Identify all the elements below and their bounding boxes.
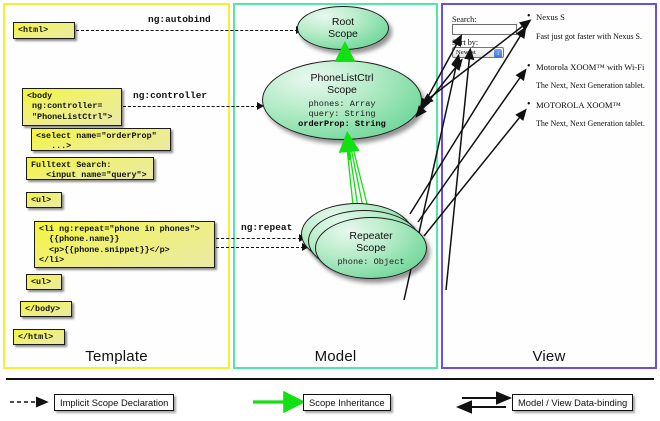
code-box-body-open: <body ng:controller= "PhoneListCtrl"> (22, 88, 122, 126)
view-sort-selected-value: Newest (456, 49, 476, 56)
code-box-html-close: </html> (13, 329, 65, 345)
connector-ng-controller-line (123, 106, 259, 107)
panel-title-view: View (532, 348, 566, 365)
view-sort-label: Sort by: (452, 38, 479, 47)
connector-ng-autobind-line (76, 30, 298, 31)
scope-phonelistctrl-line2: Scope (327, 83, 357, 96)
panel-title-model: Model (314, 348, 357, 365)
view-phone-name-1: Motorola XOOM™ with Wi-Fi (527, 61, 644, 72)
panel-title-template: Template (85, 348, 148, 365)
view-search-input[interactable] (452, 24, 517, 35)
view-search-label: Search: (452, 15, 477, 24)
view-phone-name-0: Nexus S (527, 11, 565, 22)
scope-phonelistctrl: PhoneListCtrl Scope phones: Array query:… (262, 60, 422, 140)
chevron-updown-icon: ↕ (494, 49, 502, 58)
scope-repeater-line1: Repeater (349, 229, 393, 242)
view-phone-snippet-2: The Next, Next Generation tablet. (536, 119, 645, 128)
code-box-ul-close: <ul> (26, 274, 62, 290)
panel-model: Model (233, 3, 438, 369)
view-sort-select[interactable]: Newest ↕ (452, 47, 504, 58)
legend-divider (6, 378, 654, 380)
code-box-li-repeat: <li ng:repeat="phone in phones"> {{phone… (34, 221, 215, 268)
scope-root-line2: Scope (328, 28, 358, 40)
legend: Implicit Scope Declaration Scope Inherit… (0, 376, 660, 421)
view-phone-name-2: MOTOROLA XOOM™ (527, 99, 621, 110)
scope-phonelistctrl-props-bold: orderProp: String (298, 118, 386, 129)
connector-label-ng-repeat: ng:repeat (241, 222, 293, 233)
code-box-ul-open: <ul> (26, 192, 62, 208)
legend-arrow-icons (10, 390, 512, 414)
view-phone-snippet-0: Fast just got faster with Nexus S. (536, 32, 642, 41)
code-box-html-open: <html> (13, 22, 75, 39)
scope-phonelistctrl-line1: PhoneListCtrl (310, 71, 374, 84)
scope-root: Root Scope (297, 6, 389, 50)
legend-item-implicit-scope-declaration: Implicit Scope Declaration (54, 394, 175, 411)
legend-item-scope-inheritance: Scope Inheritance (303, 394, 391, 411)
legend-item-model-view-data-binding: Model / View Data-binding (512, 394, 634, 411)
scope-phonelistctrl-props-plain: phones: Array query: String (308, 98, 376, 119)
connector-label-ng-controller: ng:controller (133, 90, 208, 101)
connector-ng-controller-arrowhead (257, 102, 264, 110)
scope-repeater: Repeater Scope phone: Object (315, 217, 427, 279)
scope-root-line1: Root (331, 16, 355, 28)
view-phone-snippet-1: The Next, Next Generation tablet. (536, 81, 645, 90)
connector-ng-repeat-line-2 (216, 247, 314, 248)
scope-repeater-props: phone: Object (337, 256, 405, 267)
code-box-body-close: </body> (20, 301, 72, 317)
connector-ng-repeat-line-1 (216, 238, 311, 239)
connector-label-ng-autobind: ng:autobind (148, 14, 211, 25)
scope-repeater-line2: Scope (356, 241, 386, 254)
code-box-select-orderprop: <select name="orderProp" ...> (31, 128, 171, 151)
code-box-fulltext-search: Fulltext Search: <input name="query"> (26, 157, 154, 180)
